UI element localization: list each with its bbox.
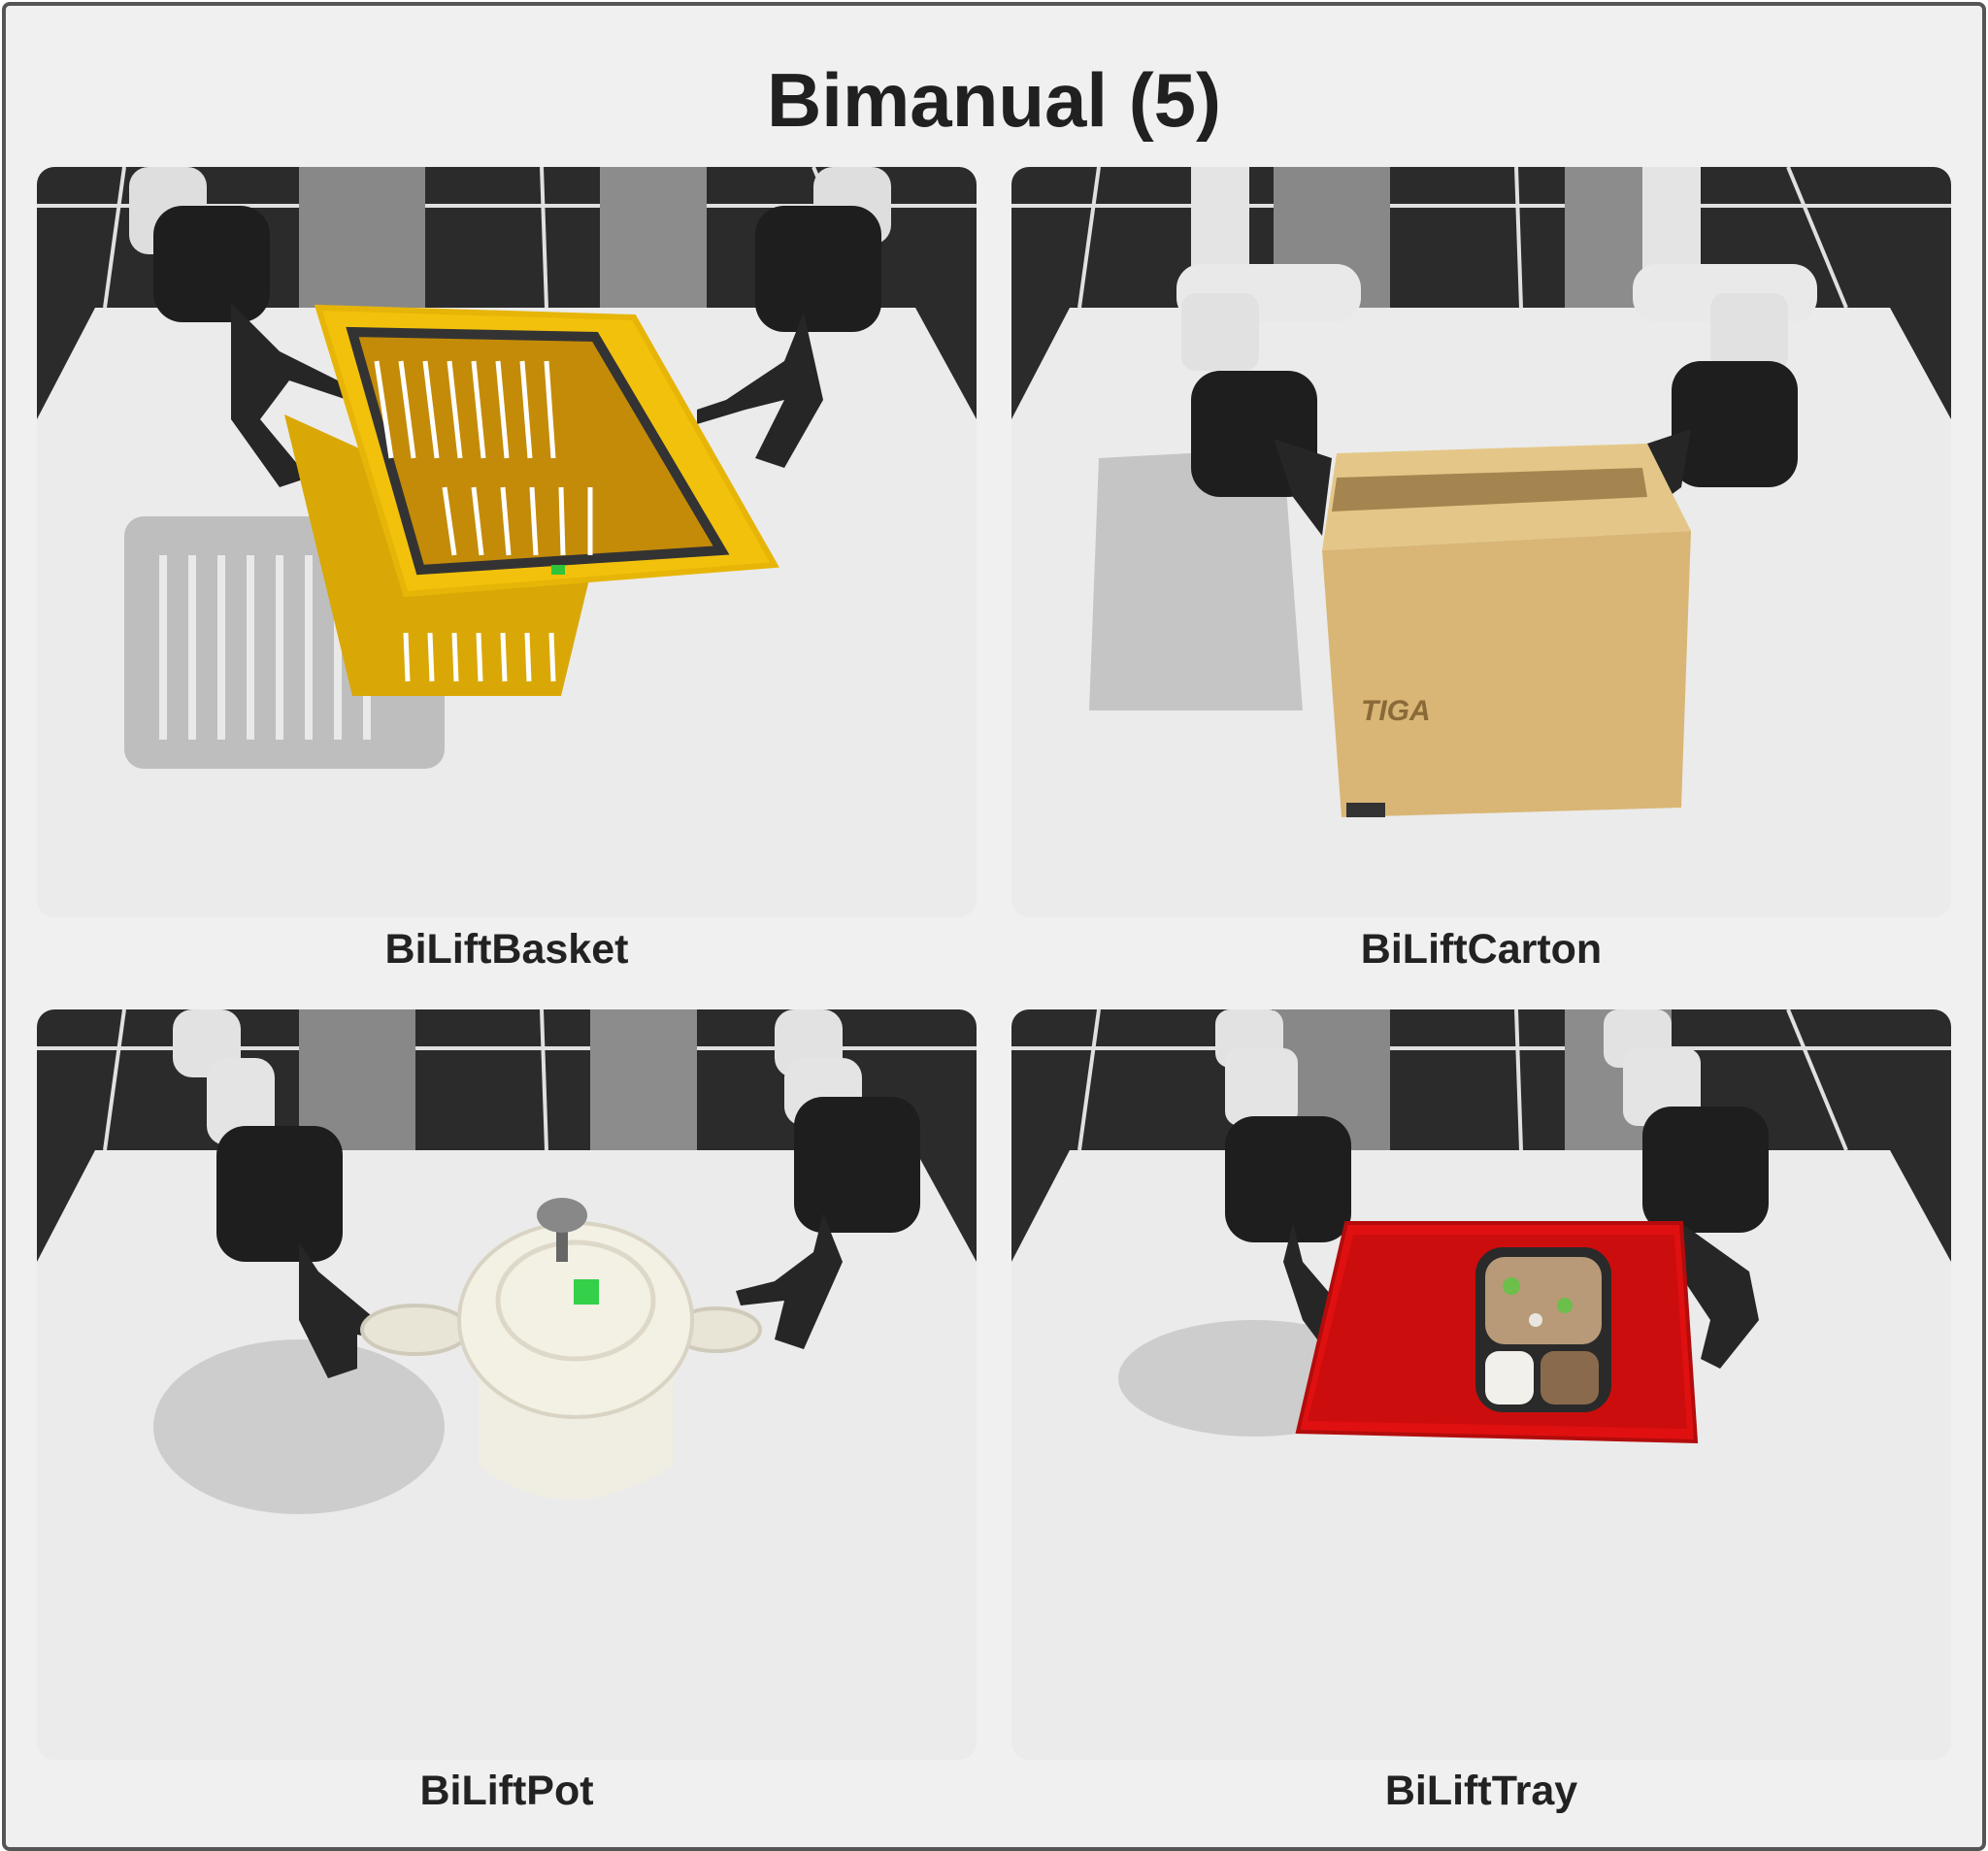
scene-basket (37, 167, 977, 917)
tray-icon (1295, 1221, 1699, 1444)
scene-tray (1011, 1009, 1951, 1760)
robot-arm-right (736, 1009, 920, 1349)
panel-label-bilift-tray: BiLiftTray (1384, 1768, 1578, 1814)
panel-label-bilift-pot: BiLiftPot (419, 1768, 594, 1814)
page-title: Bimanual (5) (766, 57, 1222, 143)
panel-bilift-basket (37, 167, 977, 917)
panel-bilift-tray (1011, 1009, 1951, 1760)
panel-label-bilift-basket: BiLiftBasket (384, 926, 629, 973)
scene-carton: TIGA (1011, 167, 1951, 917)
pot-shadow (153, 1339, 445, 1514)
robot-arm-left (1176, 167, 1361, 536)
pot-icon (360, 1198, 762, 1500)
robot-arm-right (697, 167, 891, 468)
panel-label-bilift-carton: BiLiftCarton (1360, 926, 1603, 973)
panel-bilift-pot (37, 1009, 977, 1760)
panel-bilift-carton: TIGA (1011, 167, 1951, 917)
robot-arm-right (1633, 167, 1817, 516)
robot-arm-left (129, 167, 348, 487)
carton-icon: TIGA (1322, 444, 1691, 817)
basket-icon (284, 304, 779, 696)
scene-pot (37, 1009, 977, 1760)
robot-arm-left (173, 1009, 415, 1378)
robot-arm-right (1604, 1009, 1769, 1369)
background-wall (1011, 1009, 1951, 1151)
carton-shadow (1089, 448, 1303, 711)
carton-logo: TIGA (1361, 695, 1431, 727)
